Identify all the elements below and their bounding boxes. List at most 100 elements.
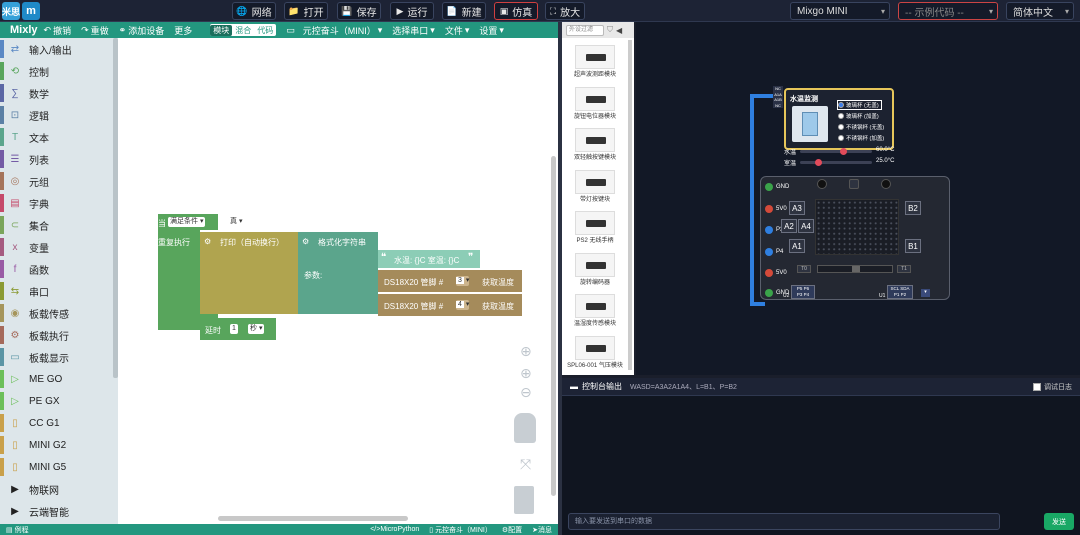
board-slider[interactable] xyxy=(817,265,893,273)
mode-mix-tab[interactable]: 混合 xyxy=(235,25,252,35)
message-status[interactable]: ➤消息 xyxy=(532,526,552,534)
zoom-out-icon[interactable]: ⊖ xyxy=(520,384,532,400)
pin-5v0-top[interactable]: 5V0 xyxy=(765,205,787,213)
board-select[interactable]: Mixgo MINI ▾ xyxy=(790,2,890,20)
add-device-button[interactable]: ⚭添加设备 xyxy=(118,24,165,36)
example-code-select[interactable]: -- 示例代码 -- ▾ xyxy=(898,2,998,20)
pad-b1[interactable]: B1 xyxy=(905,239,921,253)
zoom-button[interactable]: ⛶ 放大 xyxy=(545,2,585,20)
toolbox-category[interactable]: ▯MINI G2 xyxy=(0,434,118,456)
radio-glass-open[interactable]: 玻璃杯 (无盖) xyxy=(837,100,882,110)
simulator-canvas[interactable]: NC A1A A1B NC 水温监测 玻璃杯 (无盖) 玻璃杯 (加盖) 不锈钢… xyxy=(636,22,1080,375)
toolbox-category[interactable]: ▤字典 xyxy=(0,192,118,214)
mode-block-tab[interactable]: 模块 xyxy=(210,24,233,36)
peripheral-item[interactable]: 温湿度传感模块 xyxy=(566,291,624,331)
examples-button[interactable]: ▤ 例程 xyxy=(6,526,29,534)
ds18x20-block-1[interactable]: DS18X20 管脚 # 3 ▾ 获取温度 xyxy=(378,270,522,292)
mixgo-mini-board[interactable]: GND 5V0 P3 P4 5V0 GND A3 A2 A4 A1 B2 B1 … xyxy=(760,176,950,300)
backpack-icon[interactable] xyxy=(514,413,536,443)
undo-button[interactable]: ↶撤销 xyxy=(43,24,72,36)
port-select[interactable]: 选择串口▾ xyxy=(392,24,435,36)
peripheral-item[interactable]: 旋钮电位器模块 xyxy=(566,84,624,124)
settings-menu[interactable]: 设置▾ xyxy=(479,24,504,36)
more-button[interactable]: 更多 xyxy=(174,25,193,36)
peripheral-item[interactable]: 旋转编码器 xyxy=(566,250,624,290)
pad-b2[interactable]: B2 xyxy=(905,201,921,215)
radio-steel-open[interactable]: 不锈钢杯 (无盖) xyxy=(838,123,884,131)
fullscreen-icon[interactable]: ⤧ xyxy=(520,456,532,472)
board-button-left[interactable] xyxy=(817,179,827,189)
ds18x20-block-2[interactable]: DS18X20 管脚 # 4 ▾ 获取温度 xyxy=(378,294,522,316)
save-button[interactable]: 💾 保存 xyxy=(337,2,381,20)
board-status[interactable]: ▯ 元控奋斗（MINI） xyxy=(429,526,492,534)
toolbox-category[interactable]: ⊡逻辑 xyxy=(0,104,118,126)
language-select[interactable]: 简体中文 ▾ xyxy=(1006,2,1074,20)
toolbox-category[interactable]: ▯MINI G5 xyxy=(0,456,118,478)
toolbox-category[interactable]: ⇄输入/输出 xyxy=(0,38,118,60)
board-button-right[interactable] xyxy=(881,179,891,189)
peripheral-item[interactable]: PS2 无线手柄 xyxy=(566,208,624,248)
toolbox-category[interactable]: ▶物联网 xyxy=(0,478,118,500)
peripheral-item[interactable]: 双轻触按键模块 xyxy=(566,125,624,165)
toolbox-category[interactable]: ⇆串口 xyxy=(0,280,118,302)
board-menu-icon[interactable]: ▾ xyxy=(921,289,930,297)
toolbox-category[interactable]: ⟲控制 xyxy=(0,60,118,82)
pin-p3[interactable]: P3 xyxy=(765,226,783,234)
toolbox-scrollbar[interactable] xyxy=(113,38,118,378)
send-button[interactable]: 发送 xyxy=(1044,513,1074,530)
pin-field-1[interactable]: 3 ▾ xyxy=(456,276,470,286)
true-value-field[interactable]: 真 ▾ xyxy=(228,217,245,227)
toolbox-category[interactable]: ▷ME GO xyxy=(0,368,118,390)
touch-t0[interactable]: T0 xyxy=(797,265,811,273)
pad-a1[interactable]: A1 xyxy=(789,239,805,253)
toolbox-category[interactable]: ⊂集合 xyxy=(0,214,118,236)
toolbox-category[interactable]: ▷PE GX xyxy=(0,390,118,412)
peripheral-item[interactable]: 超声波测距模块 xyxy=(566,42,624,82)
toolbox-category[interactable]: ▭板载显示 xyxy=(0,346,118,368)
water-temp-track[interactable] xyxy=(800,148,872,155)
network-button[interactable]: 🌐 网络 xyxy=(232,2,276,20)
collapse-icon[interactable]: ◀ xyxy=(616,25,623,35)
board-button-middle[interactable] xyxy=(849,179,859,189)
toolbox-category[interactable]: ▯CC G1 xyxy=(0,412,118,434)
file-menu[interactable]: 文件▾ xyxy=(444,24,470,36)
debug-log-checkbox[interactable] xyxy=(1033,383,1041,391)
string-literal-block[interactable]: ❝ 水温: {}C 室温: {}C ❞ xyxy=(378,250,480,268)
mode-code-tab[interactable]: 代码 xyxy=(257,25,274,35)
delay-block[interactable]: 延时 1 秒 ▾ xyxy=(200,318,276,340)
simulate-button[interactable]: ▣ 仿真 xyxy=(494,2,538,20)
pin-gnd-top[interactable]: GND xyxy=(765,183,789,191)
radio-steel-lid[interactable]: 不锈钢杯 (加盖) xyxy=(838,134,884,142)
filter-icon[interactable]: ⛉ xyxy=(607,25,613,34)
delay-unit-dropdown[interactable]: 秒 ▾ xyxy=(248,324,265,334)
room-temp-track[interactable] xyxy=(800,159,872,166)
language-status[interactable]: </>MicroPython xyxy=(370,526,420,533)
toolbox-category[interactable]: ☰列表 xyxy=(0,148,118,170)
toolbox-category[interactable]: ◎元组 xyxy=(0,170,118,192)
debug-log-toggle[interactable]: 调试日志 xyxy=(1033,382,1072,392)
when-repeat-block[interactable]: 当 满足条件 ▾ 真 ▾ 重复执行 xyxy=(154,214,245,346)
peripheral-scrollbar[interactable] xyxy=(628,40,632,370)
condition-dropdown[interactable]: 满足条件 ▾ xyxy=(168,217,206,227)
toolbox-category[interactable]: ▶云端智能 xyxy=(0,500,118,522)
block-workspace[interactable]: 当 满足条件 ▾ 真 ▾ 重复执行 ⚙ 打印（自动换行） ⚙ 格式化字符串 参数… xyxy=(118,38,558,524)
open-button[interactable]: 📁 打开 xyxy=(284,2,328,20)
workspace-horizontal-scrollbar[interactable] xyxy=(218,516,408,521)
pad-a2[interactable]: A2 xyxy=(781,219,797,233)
panel-divider[interactable] xyxy=(558,22,562,535)
peripheral-item[interactable]: SPL06-001 气压模块 xyxy=(566,333,624,373)
pin-p4[interactable]: P4 xyxy=(765,248,783,256)
redo-button[interactable]: ↷重做 xyxy=(81,24,109,36)
config-status[interactable]: ⚙配置 xyxy=(501,526,523,534)
peripheral-filter-input[interactable]: 外设过滤 xyxy=(566,24,604,36)
board-config-button[interactable]: ▭元控奋斗（MINI）▾ xyxy=(286,24,383,36)
print-block[interactable]: ⚙ 打印（自动换行） xyxy=(200,232,300,314)
toolbox-category[interactable]: ∑数学 xyxy=(0,82,118,104)
pin-5v0-bottom[interactable]: 5V0 xyxy=(765,269,787,277)
board-slider-knob[interactable] xyxy=(852,266,860,272)
pad-a3[interactable]: A3 xyxy=(789,201,805,215)
format-string-block[interactable]: ⚙ 格式化字符串 参数: xyxy=(298,232,378,314)
touch-t1[interactable]: T1 xyxy=(897,265,911,273)
